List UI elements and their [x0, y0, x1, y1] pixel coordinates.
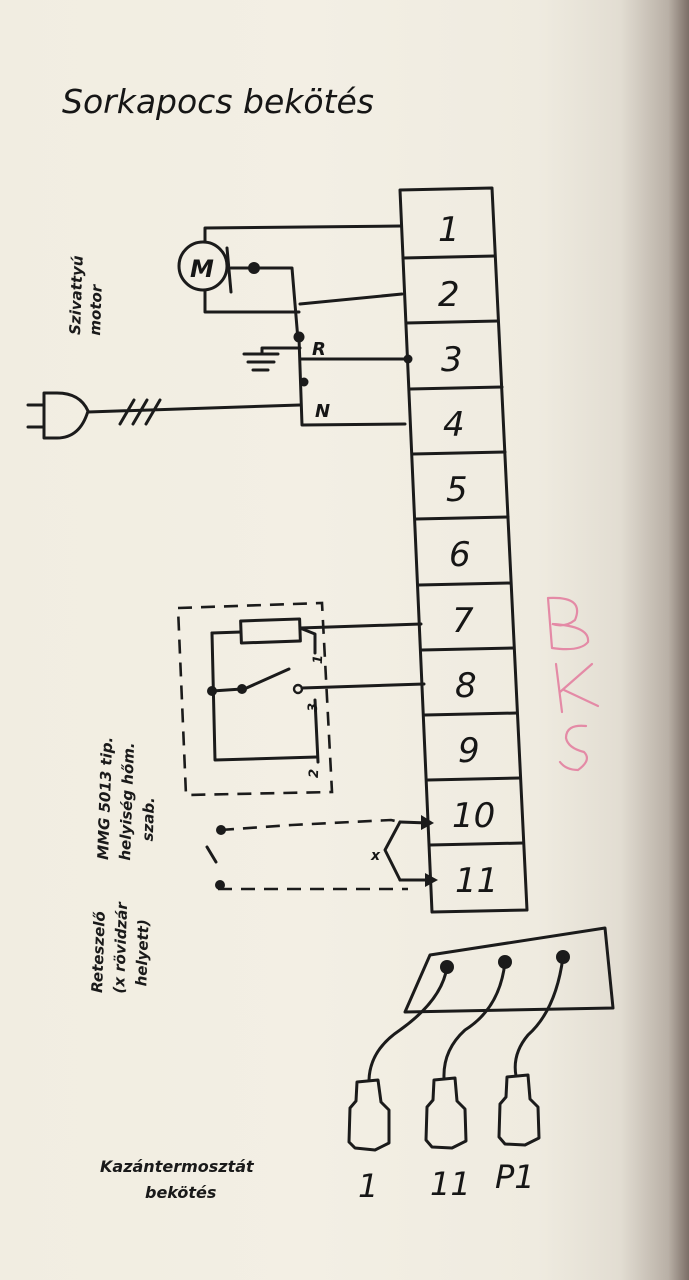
contact-label-3: 3: [306, 703, 321, 713]
room-thermostat-label: MMG 5013 tip. helyiség hőm. szab.: [94, 731, 160, 861]
connector-p1: [497, 1073, 541, 1147]
handwritten-notes: B K S: [0, 0, 600, 772]
connector-label-p1: P1: [495, 1158, 535, 1196]
boiler-thermostat-label: Kazántermosztát: [100, 1157, 255, 1176]
contact-label-2: 2: [307, 769, 322, 779]
power-wiring: R N: [203, 224, 413, 427]
thermostat-switch-contact: [240, 667, 291, 692]
terminal-label-9: 9: [458, 731, 480, 771]
handwritten-note-s: S: [0, 0, 1, 1]
interlock-switch: [205, 845, 218, 864]
interlock-label: Reteszelő (x rövidzár helyett): [88, 896, 153, 995]
motor-icon: M: [177, 240, 254, 294]
pump-motor: M Szivattyú motor: [66, 240, 260, 336]
interlock-circuit: x Reteszelő (x rövidzár helyett): [88, 815, 438, 995]
handwritten-note-k: K: [0, 0, 1, 1]
motor-symbol: M: [190, 255, 214, 283]
connector-label-11: 11: [430, 1165, 471, 1203]
motor-label: Szivattyú motor: [66, 250, 107, 336]
contact-label-1: 1: [311, 655, 326, 665]
power-plug-icon: [26, 391, 302, 440]
terminal-label-2: 2: [438, 275, 460, 315]
short-mark: x: [370, 848, 381, 864]
terminal-label-11: 11: [455, 861, 498, 901]
terminal-label-4: 4: [443, 405, 465, 445]
terminal-label-1: 1: [438, 210, 460, 250]
ground-icon: [242, 346, 302, 372]
connector-label-1: 1: [358, 1167, 378, 1205]
boiler-thermostat-sublabel: bekötés: [145, 1183, 216, 1202]
terminal-label-8: 8: [455, 666, 477, 706]
terminal-block: 1 2 3 4 5 6 7 8 9 10 11: [398, 186, 529, 914]
terminal-label-10: 10: [452, 796, 495, 836]
terminal-label-5: 5: [446, 470, 468, 510]
boiler-thermostat: 1 11 P1 Kazántermosztát bekötés: [100, 926, 615, 1205]
terminal-label-7: 7: [452, 601, 474, 641]
terminal-label-3: 3: [441, 340, 463, 380]
connector-11: [424, 1076, 468, 1150]
handwritten-note-b: B: [0, 0, 1, 1]
diagram-title: Sorkapocs bekötés: [62, 82, 374, 121]
terminal-dividers: [401, 254, 525, 847]
thermostat-resistor: [239, 617, 302, 645]
motor-terminal-dot: [248, 262, 260, 274]
terminal-label-6: 6: [449, 535, 471, 575]
neutral-label: N: [315, 401, 330, 422]
room-thermostat: 1 3 2 MMG 5013 tip. helyiség hőm. szab.: [94, 601, 426, 861]
connector-1: [347, 1078, 391, 1152]
phase-label: R: [312, 339, 326, 360]
